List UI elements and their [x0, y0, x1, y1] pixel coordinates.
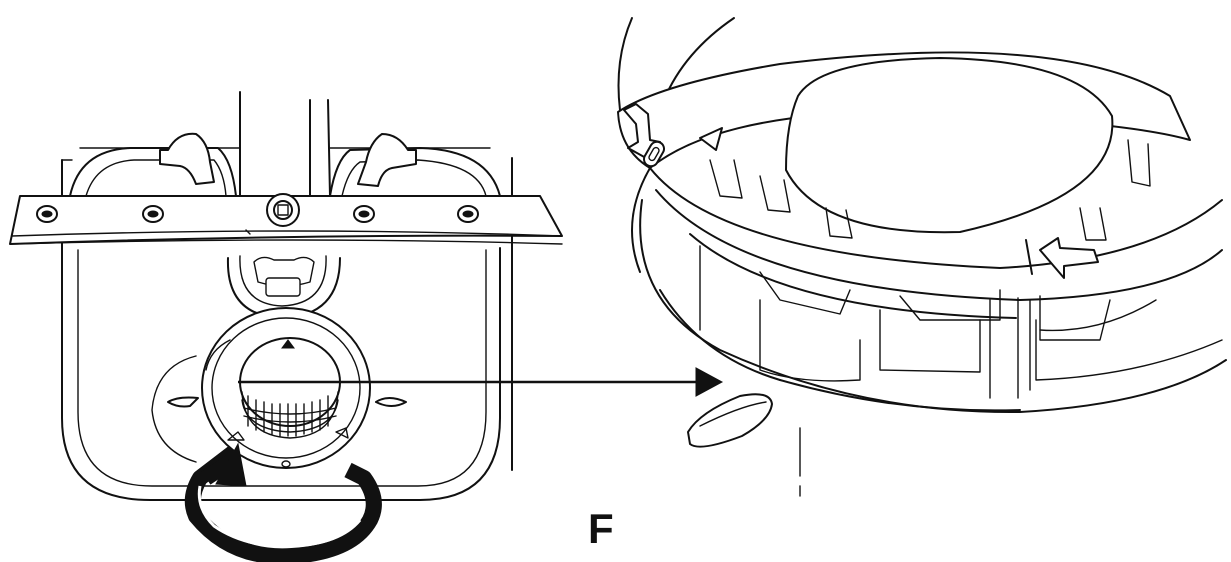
filter-assembly: [201, 307, 371, 469]
dishwasher-tub-illustration: [9, 91, 563, 562]
spray-arm-nozzles: [36, 205, 479, 223]
sump-tab-right: [375, 397, 407, 407]
rotation-arrow-icon: [184, 442, 382, 562]
tub-inner-wall: [77, 249, 487, 487]
water-supply-pipe: [239, 91, 331, 197]
sump-outline: [151, 355, 197, 463]
ring-arrow-marker-right: [1025, 237, 1099, 279]
left-arm-bracket: [69, 147, 237, 197]
figure-label: F: [588, 505, 614, 552]
right-clip: [357, 133, 417, 187]
left-clip: [159, 132, 215, 185]
tub-outer-wall: [61, 159, 501, 501]
lock-symbol-icon: [643, 140, 665, 168]
detail-pointer-arrow: [238, 367, 724, 397]
filter-detail-illustration: [617, 17, 1227, 497]
right-arm-bracket: [329, 147, 501, 197]
filter-cup-top: [785, 57, 1114, 234]
alignment-tab: [687, 393, 773, 448]
filter-base-ring: [639, 199, 1227, 414]
filter-ribs: [709, 139, 1151, 341]
sump-tab-left: [167, 396, 199, 408]
filter-mesh: [243, 395, 337, 437]
